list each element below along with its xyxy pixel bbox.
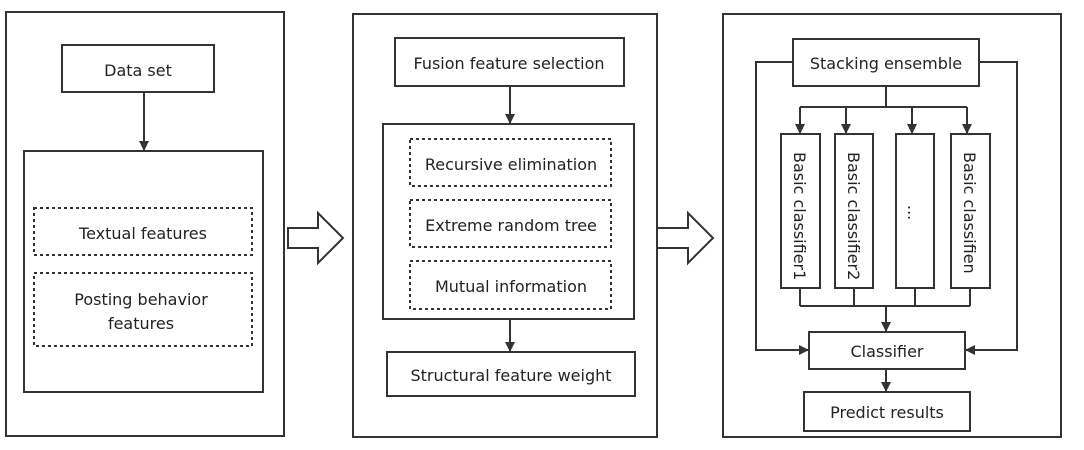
predict-box bbox=[803, 391, 971, 432]
stacking-label: Stacking ensemble bbox=[810, 54, 962, 73]
transition-arrow-2 bbox=[656, 210, 715, 266]
recursive-elimination-label: Recursive elimination bbox=[425, 155, 597, 174]
textual-features-label: Textual features bbox=[78, 224, 207, 243]
posting-behavior-label-line1: Posting behavior bbox=[74, 290, 208, 309]
classifier-1-label: Basic classifier1 bbox=[790, 152, 809, 280]
classifier-2-box bbox=[834, 133, 874, 289]
posting-behavior-box bbox=[33, 272, 253, 347]
textual-features-box bbox=[33, 207, 253, 256]
predict-label: Predict results bbox=[830, 403, 944, 422]
fusion-selection-label: Fusion feature selection bbox=[413, 54, 604, 73]
classifier-2-label: Basic classifier2 bbox=[844, 152, 863, 280]
structural-weight-label: Structural feature weight bbox=[410, 366, 611, 385]
structural-weight-box bbox=[386, 351, 636, 397]
left-bypass-arrow bbox=[755, 61, 809, 355]
classifier-ellipsis-box bbox=[895, 133, 935, 289]
posting-behavior-label-line2: features bbox=[108, 314, 174, 333]
features-container bbox=[23, 150, 264, 393]
extreme-random-tree-label: Extreme random tree bbox=[425, 216, 597, 235]
classifier-1-box bbox=[780, 133, 821, 289]
classifier-n-box bbox=[950, 133, 991, 289]
classifier-n-label: Basic classifien bbox=[960, 152, 979, 274]
right-bypass-arrow bbox=[965, 61, 1018, 355]
recursive-elimination-box bbox=[409, 138, 612, 187]
data-set-box bbox=[61, 44, 215, 93]
transition-arrow-1 bbox=[287, 210, 345, 266]
classifier-ellipsis-label: ... bbox=[904, 205, 923, 220]
mutual-information-box bbox=[409, 260, 612, 310]
panel-data: Data set Textual features Posting behavi… bbox=[5, 11, 285, 437]
panel-ensemble: Stacking ensemble Basic classifier1 Basi… bbox=[722, 13, 1062, 438]
extreme-random-tree-box bbox=[409, 199, 612, 248]
meta-classifier-label: Classifier bbox=[850, 342, 923, 361]
panel-feature-selection: Fusion feature selection Recursive elimi… bbox=[352, 13, 658, 438]
data-set-label: Data set bbox=[104, 61, 172, 80]
fusion-selection-box bbox=[394, 37, 625, 87]
mutual-information-label: Mutual information bbox=[435, 277, 587, 296]
